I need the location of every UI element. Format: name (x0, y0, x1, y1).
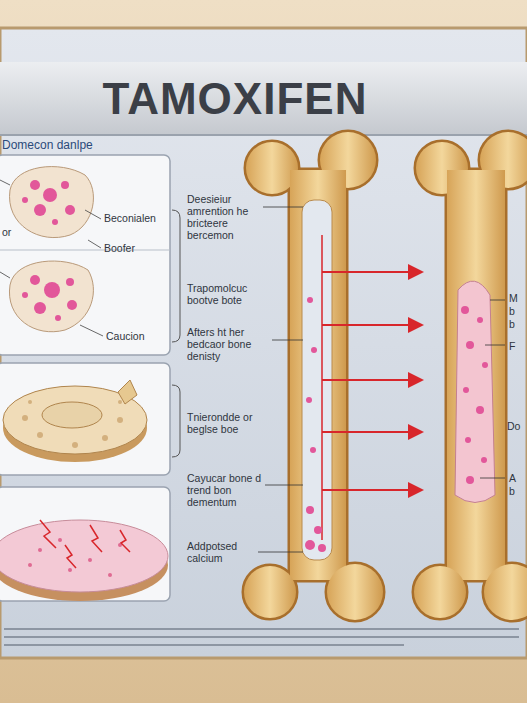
callout-label: Addpotsed calcium (187, 540, 257, 564)
section-heading: Domecon danlpe (2, 138, 202, 152)
callout-label: b (509, 318, 525, 330)
callout-label: Cayucar bone d trend bon dementum (187, 472, 265, 508)
poster-title: TAMOXIFEN (0, 74, 470, 124)
cell-panel: BeconialenBooferCaucion (0, 155, 170, 355)
part-label: Beconialen (104, 212, 156, 224)
part-label: Caucion (106, 330, 145, 342)
callout-label: A (509, 472, 525, 484)
callout-label: F (509, 340, 525, 352)
callout-label: Do (507, 420, 525, 432)
callout-label: b (509, 485, 525, 497)
callout-label: Afters ht her bedcaor bone denisty (187, 326, 271, 362)
callout-label: Tnierondde or beglse boe (187, 411, 275, 435)
callout-label: b (509, 305, 525, 317)
part-label: Boofer (104, 242, 135, 254)
callout-label: Deesieiur amrention he bricteere bercemo… (187, 193, 263, 241)
callout-label: Trapomolcuc bootve bote (187, 282, 277, 306)
callout-label: M (509, 292, 525, 304)
callout-label: or (2, 226, 22, 238)
